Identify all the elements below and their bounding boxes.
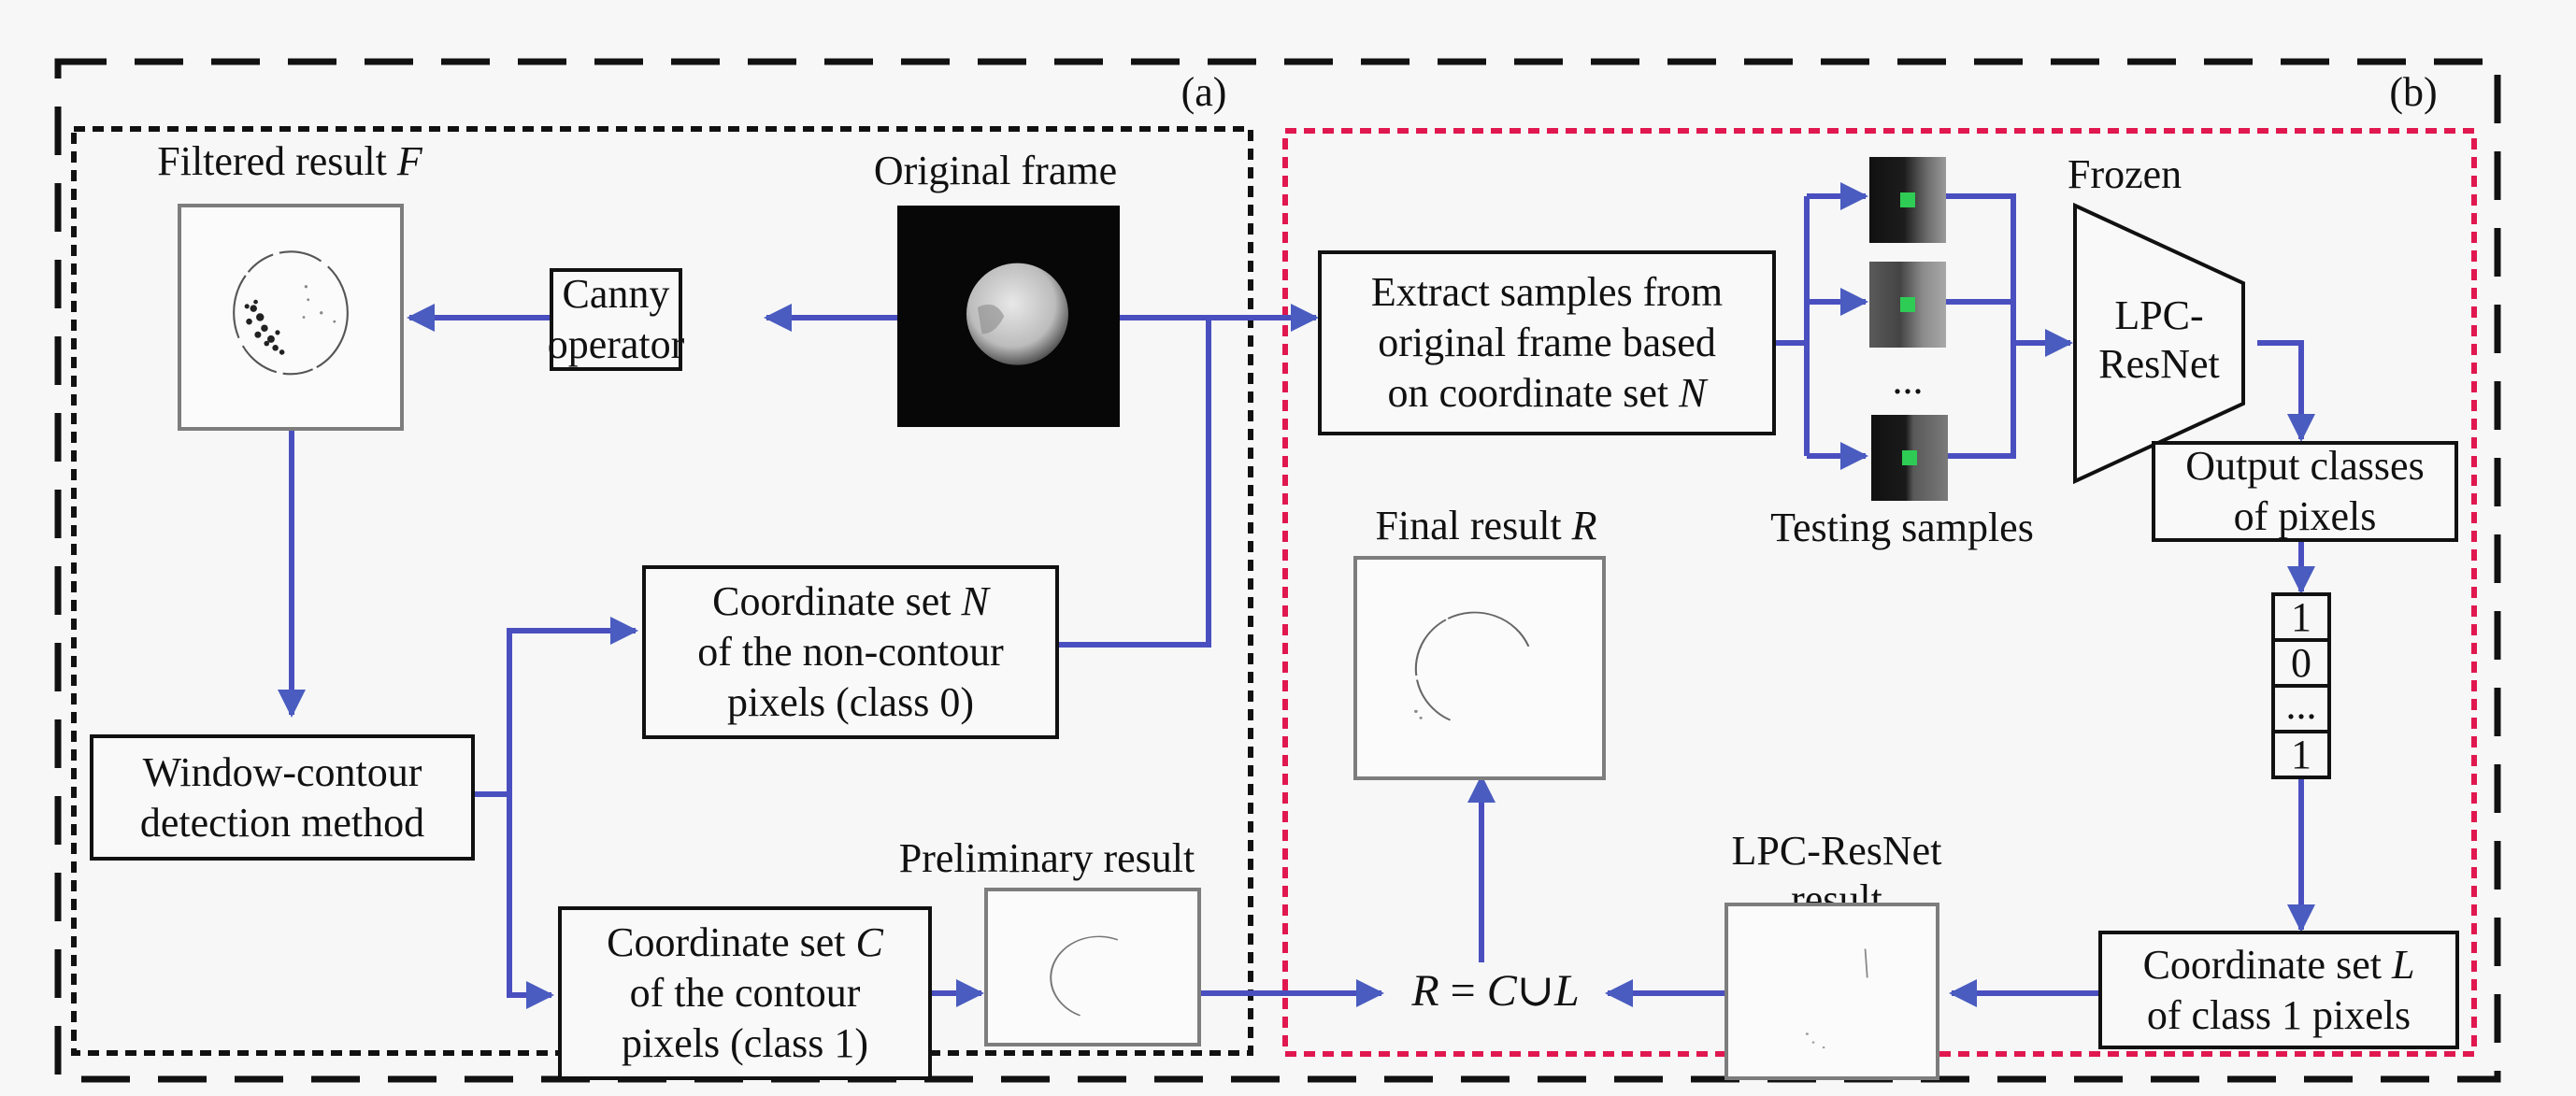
testing-sample-1: [1869, 157, 1946, 243]
coord-l-line1: Coordinate set L: [2143, 940, 2415, 990]
filtered-result-title: Filtered result F: [140, 138, 439, 185]
extract-samples-box: Extract samples from original frame base…: [1318, 250, 1776, 435]
class-vector: 1 0 ... 1: [2271, 592, 2331, 779]
window-contour-box: Window-contour detection method: [90, 734, 475, 861]
final-result-image: [1353, 556, 1606, 780]
preliminary-result-title: Preliminary result: [898, 835, 1195, 881]
panel-a-frame: [71, 126, 1253, 1056]
frozen-label: Frozen: [2068, 151, 2182, 197]
sample-center-marker: [1902, 450, 1917, 465]
final-result-label: Final result: [1375, 503, 1572, 548]
preliminary-result-image: [984, 888, 1201, 1046]
network-line2: ResNet: [2098, 341, 2220, 387]
arrow-network-to-output: [2257, 340, 2315, 442]
panel-b-frame: [1282, 128, 2477, 1057]
output-classes-line2: of pixels: [2233, 493, 2377, 539]
lpc-result-line1: LPC-ResNet: [1731, 828, 1942, 874]
preliminary-contour-graphic: [1050, 935, 1119, 1017]
window-contour-line1: Window-contour: [142, 748, 422, 795]
coord-c-line3: pixels (class 1): [622, 1020, 868, 1066]
extract-line1: Extract samples from: [1370, 269, 1724, 315]
testing-sample-2: [1869, 262, 1946, 348]
coord-l-line2: of class 1 pixels: [2146, 991, 2411, 1038]
network-label: LPC- ResNet: [2077, 292, 2241, 389]
canny-line1: Canny: [562, 271, 670, 317]
coord-c-var: C: [855, 919, 883, 965]
final-result-title: Final result R: [1332, 503, 1640, 549]
outer-frame: [54, 58, 2501, 1083]
final-result-var: R: [1571, 503, 1597, 548]
coordinate-set-n-box: Coordinate set N of the non-contour pixe…: [642, 565, 1059, 739]
coord-n-line1: Coordinate set N: [712, 576, 989, 627]
network-trapezoid: [2073, 202, 2245, 485]
lpc-resnet-result-image: [1724, 903, 1939, 1080]
planet-graphic: [966, 263, 1068, 365]
formula-r: R: [1411, 966, 1439, 1016]
formula-c: C: [1486, 966, 1517, 1016]
coord-l-var: L: [2391, 941, 2415, 988]
arrow-branch-to-coordc: [507, 794, 554, 1009]
panel-a-label: (a): [1181, 69, 1227, 115]
final-contour-graphic: [1414, 611, 1530, 721]
extract-line3-var: N: [1679, 370, 1707, 416]
formula-l: L: [1553, 966, 1580, 1016]
union-formula: R = C∪L: [1374, 968, 1617, 1015]
coord-n-var: N: [961, 578, 989, 624]
coord-c-line1: Coordinate set C: [607, 918, 883, 968]
arrow-branch-to-coordn: [507, 617, 638, 794]
coord-c-label: Coordinate set: [607, 919, 856, 965]
testing-samples-ellipsis: ...: [1892, 357, 1924, 403]
panel-b-label: (b): [2389, 69, 2438, 115]
line-coordn-to-extract: [1056, 318, 1211, 648]
class-vector-cell: 0: [2275, 642, 2327, 688]
canny-operator-box: Canny operator: [547, 268, 685, 371]
output-classes-box: Output classes of pixels: [2152, 441, 2458, 542]
canny-line2: operator: [547, 321, 685, 367]
coordinate-set-c-box: Coordinate set C of the contour pixels (…: [558, 906, 932, 1080]
network-line1: LPC-: [2114, 292, 2204, 338]
extract-line2: original frame based: [1378, 320, 1716, 365]
window-contour-line2: detection method: [139, 799, 425, 846]
output-classes-line1: Output classes: [2185, 443, 2425, 489]
original-frame-image: [897, 206, 1120, 427]
coord-c-line2: of the contour: [629, 970, 861, 1016]
lpc-result-graphic: [1805, 948, 1868, 1049]
class-vector-cell: 1: [2275, 596, 2327, 642]
original-frame-title: Original frame: [873, 148, 1118, 193]
filtered-result-var: F: [396, 138, 422, 184]
testing-sample-3: [1871, 415, 1948, 501]
class-vector-cell: 1: [2275, 733, 2327, 779]
extract-line3: on coordinate set N: [1388, 368, 1707, 419]
sample-center-marker: [1900, 192, 1915, 207]
filtered-result-label: Filtered result: [157, 138, 397, 184]
coordinate-set-l-box: Coordinate set L of class 1 pixels: [2098, 931, 2459, 1049]
coord-n-line3: pixels (class 0): [727, 679, 974, 725]
coord-n-label: Coordinate set: [712, 578, 962, 624]
testing-samples-title: Testing samples: [1770, 505, 2034, 550]
extract-line3-label: on coordinate set: [1387, 370, 1680, 416]
filtered-contour-graphic: [233, 250, 349, 376]
sample-center-marker: [1900, 297, 1915, 312]
formula-union: ∪: [1516, 966, 1554, 1016]
coord-l-label: Coordinate set: [2142, 941, 2392, 988]
coord-n-line2: of the non-contour: [697, 629, 1004, 675]
filtered-result-image: [178, 204, 404, 431]
class-vector-cell: ...: [2275, 685, 2327, 733]
formula-eq: =: [1438, 966, 1487, 1016]
line-sample-1-out: [1946, 193, 2016, 459]
